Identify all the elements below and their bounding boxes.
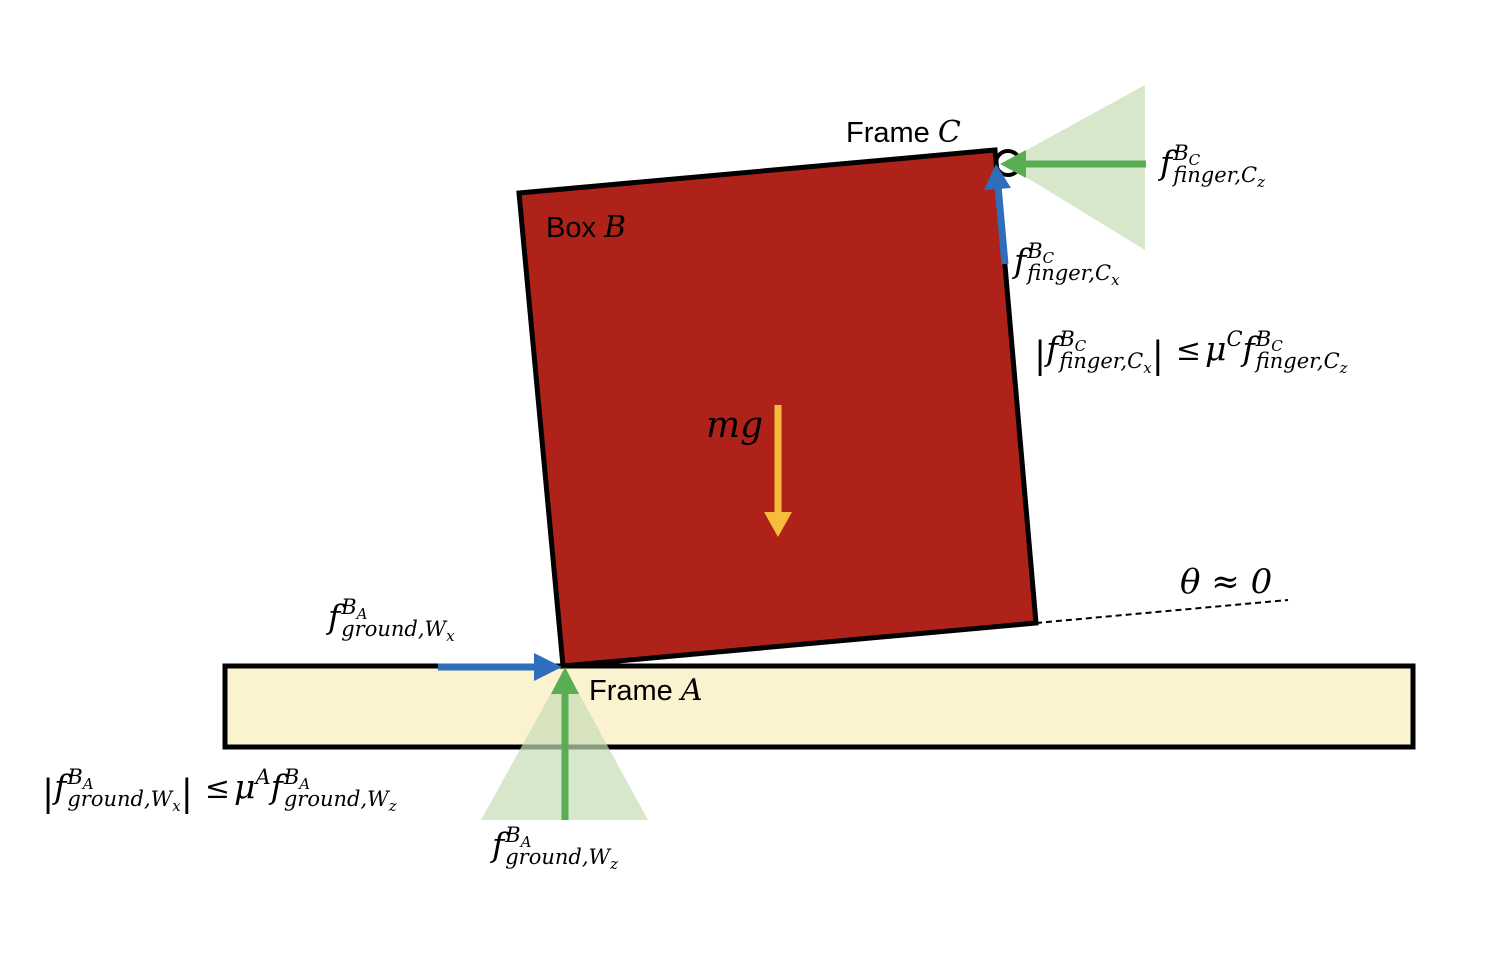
ground-normal-force-arrowhead	[551, 667, 579, 694]
ground-tangential-force-label: f BA ground,Wx	[328, 595, 455, 646]
ground-slab	[222, 663, 1416, 750]
frame-a-label: Frame A	[589, 673, 703, 708]
finger-tangential-force-arrow	[994, 185, 1009, 265]
finger-normal-force-label: f BC finger,Cz	[1160, 141, 1266, 192]
finger-friction-constraint: |f BC finger,Cx | ≤ μCf BC finger,Cz	[1034, 327, 1348, 378]
theta-label: θ ≈ 0	[1180, 562, 1273, 602]
theta-reference-line	[1035, 599, 1289, 624]
ground-normal-force-label: f BA ground,Wz	[492, 823, 619, 874]
finger-tangential-force-arrowhead	[984, 164, 1011, 190]
finger-normal-force-arrowhead	[1000, 150, 1026, 178]
gravity-arrowhead	[764, 512, 792, 537]
box-b-label: Box B	[546, 210, 627, 245]
frame-c-label: Frame C	[846, 115, 961, 150]
gravity-label: mg	[706, 405, 764, 446]
ground-tangential-force-arrowhead	[534, 653, 562, 681]
finger-tangential-force-label: f BC finger,Cx	[1014, 239, 1120, 290]
ground-friction-constraint: |f BA ground,Wx | ≤ μAf BA ground,Wz	[42, 765, 397, 816]
